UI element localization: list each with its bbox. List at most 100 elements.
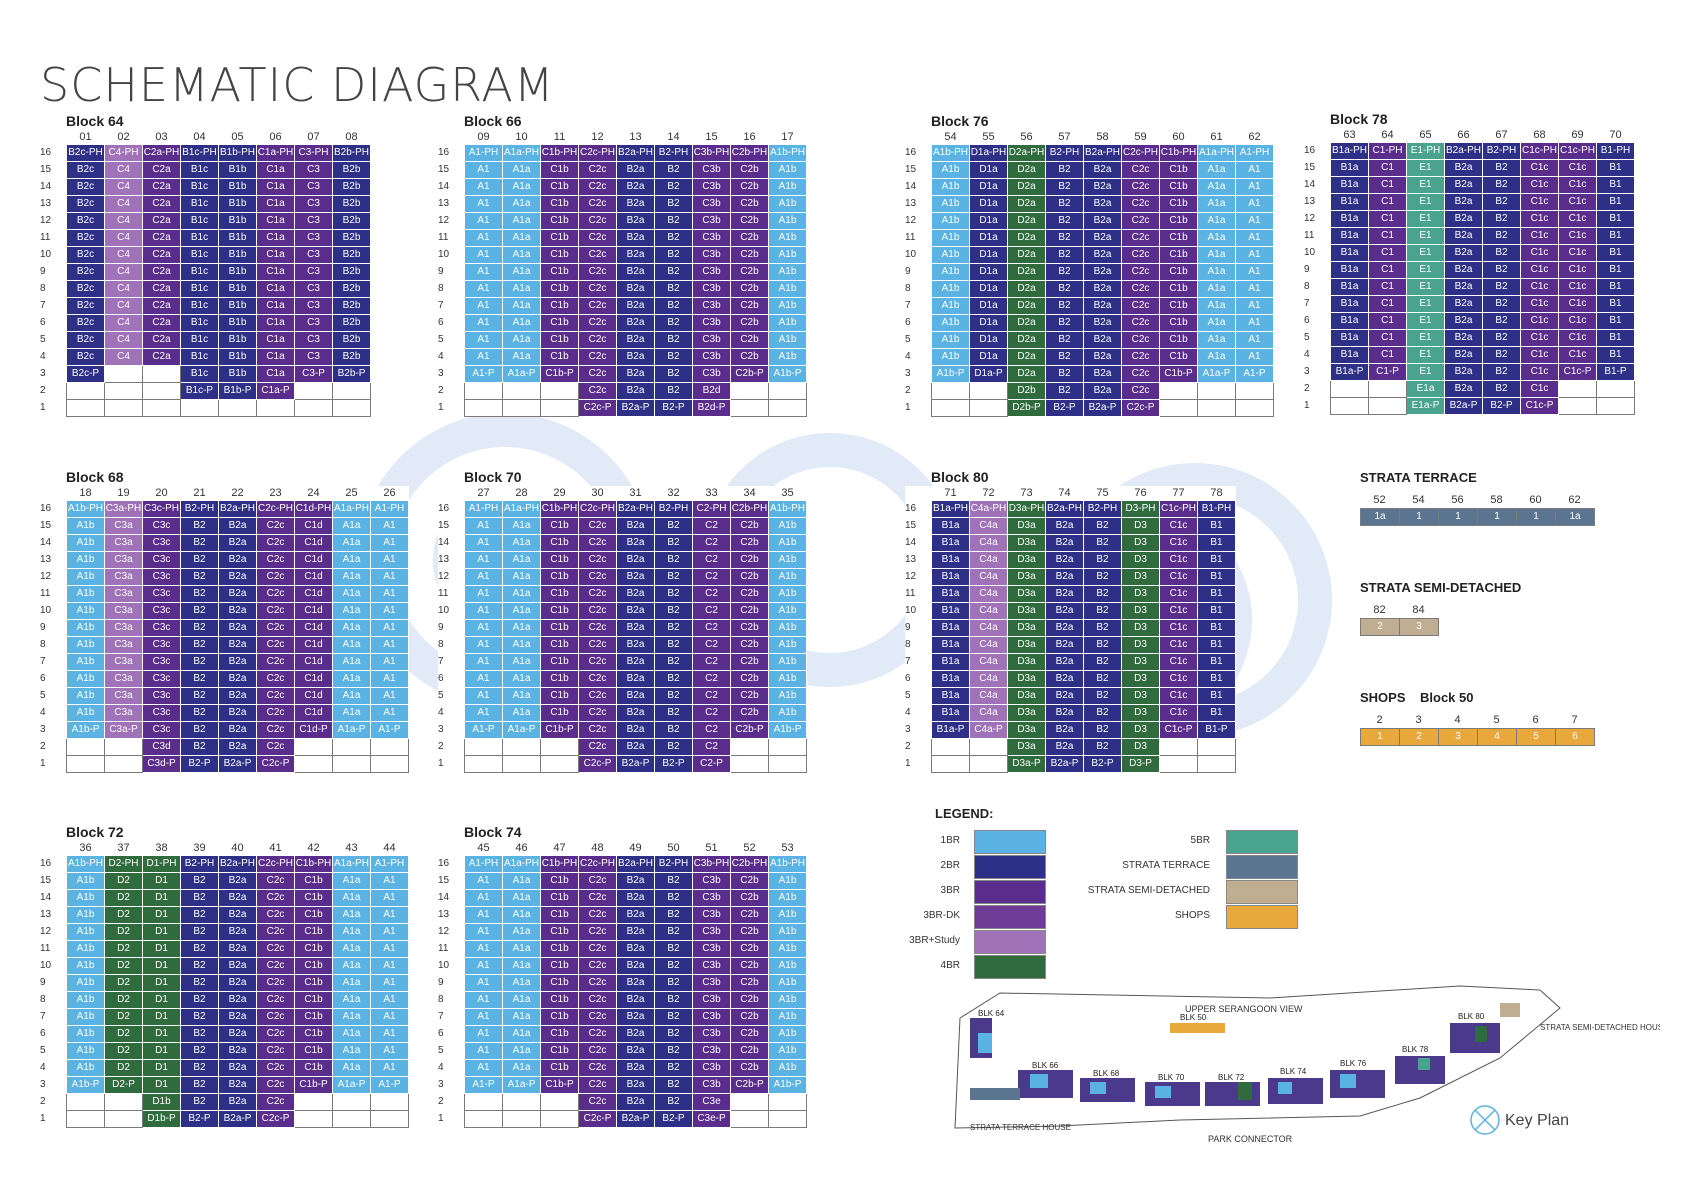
floor-number: 8 (438, 991, 465, 1009)
unit-cell: A1 (370, 991, 409, 1009)
empty-cell (502, 382, 541, 400)
empty-cell (1235, 399, 1274, 417)
empty-cell (104, 1110, 143, 1128)
unit-cell: B2 (654, 1008, 693, 1026)
unit-cell: A1a (502, 246, 541, 264)
column-number: 2 (1376, 714, 1383, 726)
unit-cell: B2b (332, 348, 371, 366)
block-title: Block 74 (464, 824, 522, 840)
unit-cell: C2 (692, 619, 731, 637)
unit-cell: C2c (578, 636, 617, 654)
unit-cell: B2a (616, 636, 655, 654)
column-number: 51 (692, 841, 731, 856)
block-title: Block 78 (1330, 111, 1388, 127)
unit-cell: B2 (654, 687, 693, 705)
unit-cell: B2-PH (654, 855, 693, 873)
unit-cell: B2a (616, 212, 655, 230)
unit-cell: B2 (1083, 687, 1122, 705)
unit-cell: C3a (104, 653, 143, 671)
unit-cell: A1a (332, 653, 371, 671)
unit-cell: B2a (616, 551, 655, 569)
floor-number: 7 (1304, 295, 1331, 313)
unit-cell: C4 (104, 212, 143, 230)
unit-cell: C3b (692, 178, 731, 196)
unit-cell: C2b (730, 923, 769, 941)
column-number: 10 (502, 130, 541, 145)
unit-cell: D1a (969, 263, 1008, 281)
unit-cell: B2a (616, 517, 655, 535)
keyplan-blk66: BLK 66 (1032, 1061, 1059, 1070)
empty-cell (502, 399, 541, 417)
unit-cell: B2 (180, 1093, 219, 1111)
column-number: 13 (616, 130, 655, 145)
unit-cell: B2 (654, 872, 693, 890)
empty-cell (464, 1093, 503, 1111)
unit-cell: C2b (730, 568, 769, 586)
floor-number: 6 (438, 670, 465, 688)
unit-cell: A1b (66, 991, 105, 1009)
unit-cell: A1b (66, 1059, 105, 1077)
block-title: Block 80 (931, 469, 989, 485)
floor-number: 1 (40, 399, 67, 417)
unit-cell: B2a (1083, 263, 1122, 281)
floor-number: 11 (40, 229, 67, 247)
unit-cell: A1a-P (502, 365, 541, 383)
unit-cell: B2a (616, 585, 655, 603)
unit-cell: B2 (654, 161, 693, 179)
floor-number: 16 (438, 500, 465, 518)
unit-cell: B1a (931, 653, 970, 671)
unit-cell: A1 (370, 906, 409, 924)
unit-cell: B2a (616, 365, 655, 383)
unit-cell: B2a (1083, 178, 1122, 196)
unit-cell: B2a (218, 534, 257, 552)
unit-cell: A1-PH (464, 144, 503, 162)
empty-cell (730, 382, 769, 400)
unit-cell: B2a (218, 602, 257, 620)
unit-cell: B2a (616, 923, 655, 941)
unit-cell: D2a (1007, 331, 1046, 349)
unit-cell: E1 (1406, 176, 1445, 194)
unit-cell: A1a-P (502, 721, 541, 739)
floor-number: 1 (905, 755, 932, 773)
floor-number: 12 (1304, 210, 1331, 228)
column-number: 05 (218, 130, 257, 145)
unit-cell: C2 (692, 534, 731, 552)
unit-cell: C1b (294, 1025, 333, 1043)
floor-number: 4 (438, 348, 465, 366)
unit-cell: A1a (332, 889, 371, 907)
unit-cell: C3 (294, 297, 333, 315)
unit-cell: B2a (616, 297, 655, 315)
unit-cell: C2b (730, 280, 769, 298)
unit-cell: B2a-PH (616, 500, 655, 518)
unit-cell: B1a (931, 551, 970, 569)
empty-cell (1368, 397, 1407, 415)
floor-number: 16 (438, 855, 465, 873)
unit-cell: D2a (1007, 161, 1046, 179)
unit-cell: B2a (1045, 619, 1084, 637)
unit-cell: B2a (1083, 161, 1122, 179)
unit-cell: A1 (1235, 229, 1274, 247)
floor-number: 12 (905, 568, 932, 586)
unit-cell: C1c (1520, 278, 1559, 296)
unit-cell: B2-P (654, 755, 693, 773)
key-plan-map: UPPER SERANGOON VIEW PARK CONNECTOR STRA… (954, 985, 1660, 1144)
unit-cell: E1 (1406, 159, 1445, 177)
floor-number: 6 (905, 670, 932, 688)
unit-cell: 3 (1399, 618, 1439, 636)
floor-number: 10 (40, 957, 67, 975)
unit-cell: B2a (616, 906, 655, 924)
unit-cell: C2c (256, 872, 295, 890)
empty-cell (332, 755, 371, 773)
unit-cell: D3a (1007, 721, 1046, 739)
unit-cell: B2 (654, 517, 693, 535)
unit-cell: B2a (218, 991, 257, 1009)
unit-cell: C3b (692, 229, 731, 247)
unit-cell: C1c (1159, 704, 1198, 722)
unit-cell: B2 (180, 653, 219, 671)
